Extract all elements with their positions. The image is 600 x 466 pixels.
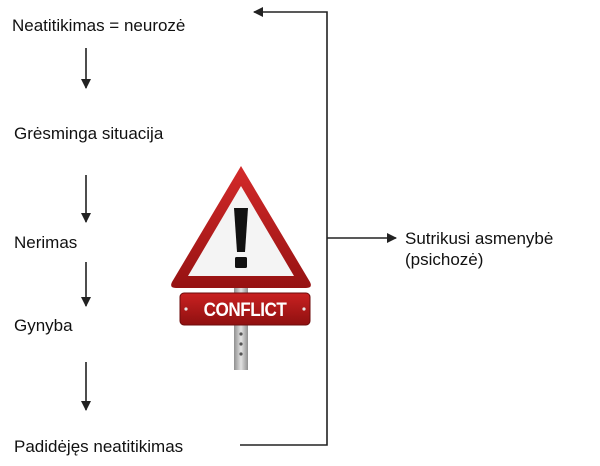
pole-hole bbox=[239, 342, 243, 346]
step-defense: Gynyba bbox=[14, 316, 73, 335]
pole-hole bbox=[239, 352, 243, 356]
step-increased-mismatch: Padidėjęs neatitikimas bbox=[14, 437, 184, 456]
conflict-sign-text: CONFLICT bbox=[203, 300, 287, 321]
sign-plate bbox=[179, 292, 311, 326]
exclamation-dot bbox=[235, 257, 247, 268]
step-anxiety: Nerimas bbox=[14, 233, 78, 252]
warning-triangle-icon bbox=[171, 166, 311, 370]
step-threatening-situation: Grėsminga situacija bbox=[14, 124, 164, 143]
step-mismatch-neurosis: Neatitikimas = neurozė bbox=[12, 16, 186, 35]
outcome-label: Sutrikusi asmenybė (psichozė) bbox=[405, 228, 553, 270]
pole-hole bbox=[239, 332, 243, 336]
outcome-line1: Sutrikusi asmenybė bbox=[405, 229, 554, 248]
plate-bolt bbox=[184, 307, 188, 311]
exclamation-bar bbox=[234, 208, 248, 252]
outcome-line2: (psichozė) bbox=[405, 250, 484, 269]
plate-bolt bbox=[302, 307, 306, 311]
feedback-loop-arrow bbox=[240, 7, 328, 446]
